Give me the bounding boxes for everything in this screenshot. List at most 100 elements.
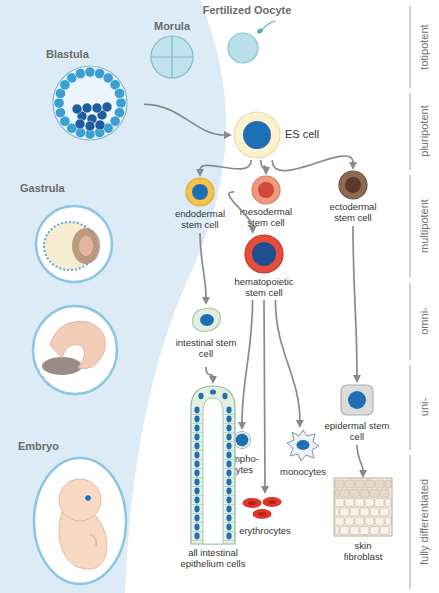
- arrow-head: [359, 470, 367, 478]
- illustration-ellipse: [268, 500, 276, 504]
- cell-label: epidermal stem cell: [322, 420, 392, 442]
- arrow-connector: [357, 445, 367, 478]
- illustration-ellipse: [226, 506, 231, 513]
- illustration-circle: [85, 495, 91, 501]
- illustration-circle: [59, 479, 101, 521]
- stage-label: Embryo: [18, 440, 98, 453]
- cell-label: mesodermal stem cell: [234, 206, 298, 228]
- illustration-rect: [355, 517, 364, 525]
- cell-illustration: [334, 478, 392, 536]
- arrow-connector: [353, 226, 361, 383]
- connector-line: [200, 160, 251, 170]
- illustration-rect: [335, 489, 339, 497]
- potency-label: totipotent: [417, 6, 431, 88]
- illustration-circle: [55, 107, 65, 117]
- illustration-circle: [236, 434, 249, 447]
- cell-node: ES cell: [232, 110, 328, 160]
- scale-segment: [409, 6, 411, 88]
- stage-node: Morula: [140, 20, 204, 82]
- cell-illustration: [185, 177, 215, 207]
- illustration-path: [287, 430, 319, 461]
- illustration-ellipse: [253, 509, 272, 519]
- cell-illustration: [186, 384, 240, 544]
- connector-line: [357, 445, 363, 471]
- connector-line: [242, 300, 253, 423]
- arrow-head: [238, 422, 246, 430]
- illustration-path: [191, 468, 235, 469]
- illustration-path: [263, 21, 275, 29]
- illustration-path: [191, 504, 235, 505]
- cell-illustration: [244, 234, 284, 274]
- cell-node: all intestinal epithelium cells: [180, 384, 246, 572]
- illustration-circle: [85, 121, 95, 131]
- arrow-connector: [144, 104, 232, 139]
- arrow-head: [261, 486, 269, 494]
- cell-node: endodermal stem cell: [168, 177, 232, 233]
- connector-line: [144, 104, 225, 135]
- illustration-circle: [252, 176, 280, 204]
- arrow-connector: [272, 156, 357, 171]
- illustration-path: [191, 513, 235, 514]
- illustration-rect: [365, 517, 374, 525]
- illustration-ellipse: [243, 498, 262, 508]
- illustration-circle: [245, 235, 283, 273]
- arrow-head: [202, 297, 210, 305]
- illustration-ellipse: [226, 434, 231, 441]
- cell-label: intestinal stem cell: [175, 337, 237, 359]
- illustration-ellipse: [226, 497, 231, 504]
- illustration-rect: [365, 499, 374, 507]
- illustration-path: [191, 386, 235, 544]
- potency-label: omni-: [417, 282, 431, 360]
- potency-label: multipotent: [417, 174, 431, 278]
- illustration-ellipse: [34, 458, 126, 584]
- stage-label: Fertilized Oocyte: [188, 4, 306, 17]
- cell-illustration: [240, 494, 290, 522]
- illustration-path: [191, 423, 235, 424]
- connector-line: [229, 192, 253, 227]
- cell-label: all intestinal epithelium cells: [180, 547, 246, 569]
- illustration-ellipse: [226, 488, 231, 495]
- illustration-ellipse: [226, 452, 231, 459]
- stage-node: Blastula: [38, 48, 144, 142]
- illustration-ellipse: [194, 425, 199, 432]
- illustration-ellipse: [200, 314, 214, 326]
- egg-outline: [33, 306, 117, 394]
- cell-illustration: [189, 305, 223, 333]
- illustration-ellipse: [226, 515, 231, 522]
- illustration-rect: [360, 489, 369, 497]
- illustration-ellipse: [222, 393, 227, 399]
- illustration-ellipse: [194, 416, 199, 423]
- potency-label: pluripotent: [417, 92, 431, 170]
- illustration-path: [191, 540, 235, 541]
- cell-node: hematopoietic stem cell: [226, 234, 302, 300]
- illustration-rect: [355, 499, 364, 507]
- illustration-rect: [335, 480, 344, 488]
- illustration-path: [193, 308, 221, 331]
- arrow-head: [349, 162, 357, 170]
- illustration-ellipse: [194, 524, 199, 531]
- stage-label: Morula: [140, 20, 204, 33]
- stage-node: Embryo: [8, 440, 138, 590]
- illustration-circle: [102, 102, 112, 112]
- illustration-ellipse: [248, 501, 256, 505]
- illustration-circle: [75, 119, 85, 129]
- illustration-circle: [348, 391, 366, 409]
- arrow-head: [249, 226, 257, 234]
- illustration-path: [191, 441, 235, 442]
- cell-label: endodermal stem cell: [168, 208, 232, 230]
- illustration-rect: [380, 508, 389, 516]
- illustration-circle: [252, 242, 276, 266]
- arrow-connector: [196, 160, 251, 177]
- illustration-ellipse: [210, 389, 216, 394]
- cell-label: hematopoietic stem cell: [226, 276, 302, 298]
- scale-segment: [409, 283, 411, 360]
- cell-illustration: [286, 428, 320, 462]
- illustration-circle: [36, 206, 112, 282]
- illustration-circle: [116, 98, 126, 108]
- illustration-rect: [370, 489, 379, 497]
- illustration-ellipse: [226, 407, 231, 414]
- illustration-ellipse: [194, 533, 199, 540]
- potency-label: fully differentiated: [417, 455, 431, 589]
- illustration-rect: [375, 480, 384, 488]
- arrow-head: [209, 376, 217, 384]
